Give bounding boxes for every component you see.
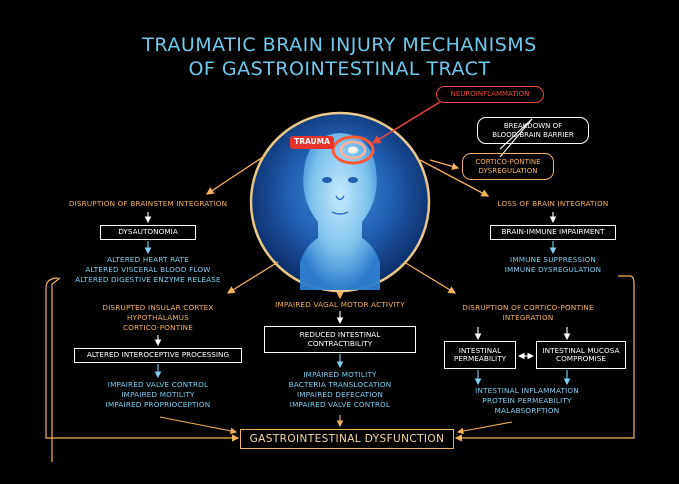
col2-box-line2: CONTRACTIBILITY <box>307 338 373 348</box>
col3-box-b-line1: INTESTINAL MUCOSA <box>542 345 620 355</box>
col3-effect-1: INTESTINAL INFLAMMATION <box>475 386 579 395</box>
col1-heading-3: CORTICO-PONTINE <box>123 323 193 332</box>
col3-heading-line1: DISRUPTION OF CORTICO-PONTINE <box>462 303 594 312</box>
neuroinflammation-label: NEUROINFLAMMATION <box>450 90 530 99</box>
cortico-pontine-dysregulation-box: CORTICO-PONTINE DYSREGULATION <box>462 153 554 180</box>
reduced-contractibility-box: REDUCED INTESTINAL CONTRACTIBILITY <box>264 326 416 353</box>
col2-heading: IMPAIRED VAGAL MOTOR ACTIVITY <box>275 300 405 309</box>
col3-heading-line2: INTEGRATION <box>502 313 554 322</box>
left-branch-effect-1: ALTERED HEART RATE <box>107 255 189 264</box>
bbb-breakdown-box: BREAKDOWN OF BLOOD-BRAIN BARRIER <box>477 117 589 144</box>
intestinal-mucosa-box: INTESTINAL MUCOSA COMPROMISE <box>536 341 626 369</box>
left-branch-heading: DISRUPTION OF BRAINSTEM INTEGRATION <box>68 199 228 208</box>
col1-effect-3: IMPAIRED PROPRIOCEPTION <box>105 400 211 409</box>
interoceptive-processing-box: ALTERED INTEROCEPTIVE PROCESSING <box>74 348 242 363</box>
col1-heading-2: HYPOTHALAMUS <box>126 313 189 322</box>
left-branch-effect-2: ALTERED VISCERAL BLOOD FLOW <box>85 265 211 274</box>
col3-effect-2: PROTEIN PERMEABILITY <box>482 396 572 405</box>
col2-effect-3: IMPAIRED DEFECATION <box>296 390 384 399</box>
cp-line2: DYSREGULATION <box>478 166 538 175</box>
right-branch-effect-2: IMMUNE DYSREGULATION <box>504 265 602 274</box>
col3-effect-3: MALABSORPTION <box>494 406 560 415</box>
trauma-badge: TRAUMA <box>290 136 334 149</box>
diagram-title-line2: OF GASTROINTESTINAL TRACT <box>188 58 491 80</box>
diagram-title-line1: TRAUMATIC BRAIN INJURY MECHANISMS <box>142 34 537 56</box>
bbb-line1: BREAKDOWN OF <box>503 122 563 131</box>
col1-effect-1: IMPAIRED VALVE CONTROL <box>107 380 209 389</box>
col1-effect-2: IMPAIRED MOTILITY <box>121 390 195 399</box>
brain-immune-impairment-box: BRAIN-IMMUNE IMPAIRMENT <box>490 225 616 240</box>
dysautonomia-box: DYSAUTONOMIA <box>100 225 196 240</box>
bbb-line2: BLOOD-BRAIN BARRIER <box>492 130 574 139</box>
right-branch-effect-1: IMMUNE SUPPRESSION <box>510 255 596 264</box>
intestinal-permeability-box: INTESTINAL PERMEABILITY <box>444 341 516 369</box>
col2-box-line1: REDUCED INTESTINAL <box>299 330 381 340</box>
col3-box-b-line2: COMPROMISE <box>555 354 607 363</box>
head-illustration <box>249 111 431 293</box>
col2-effect-1: IMPAIRED MOTILITY <box>303 370 377 379</box>
neuroinflammation-box: NEUROINFLAMMATION <box>436 86 544 103</box>
col2-effect-2: BACTERIA TRANSLOCATION <box>288 380 392 389</box>
cp-line1: CORTICO-PONTINE <box>475 158 541 167</box>
col2-effect-4: IMPAIRED VALVE CONTROL <box>289 400 391 409</box>
col3-box-a-line2: PERMEABILITY <box>453 354 507 363</box>
col3-box-a-line1: INTESTINAL <box>458 345 502 355</box>
gastrointestinal-dysfunction-box: GASTROINTESTINAL DYSFUNCTION <box>240 429 454 449</box>
col1-heading-1: DISRUPTED INSULAR CORTEX <box>102 303 214 312</box>
right-branch-heading: LOSS OF BRAIN INTEGRATION <box>497 199 609 208</box>
left-branch-effect-3: ALTERED DIGESTIVE ENZYME RELEASE <box>75 275 221 284</box>
